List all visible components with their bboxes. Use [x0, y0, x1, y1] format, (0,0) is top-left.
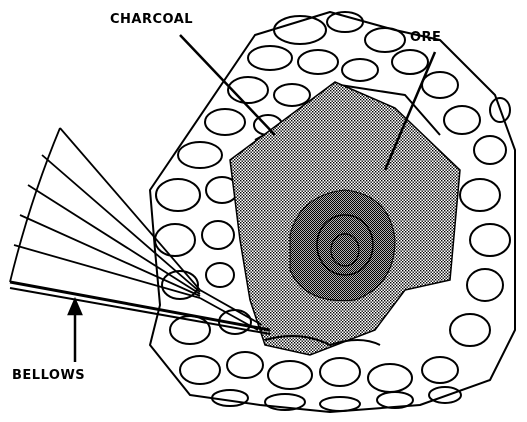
charcoal-label: CHARCOAL: [110, 12, 193, 27]
bellows-label: BELLOWS: [12, 368, 85, 383]
ore-label: ORE: [410, 30, 441, 45]
ore-mass: [290, 190, 395, 301]
